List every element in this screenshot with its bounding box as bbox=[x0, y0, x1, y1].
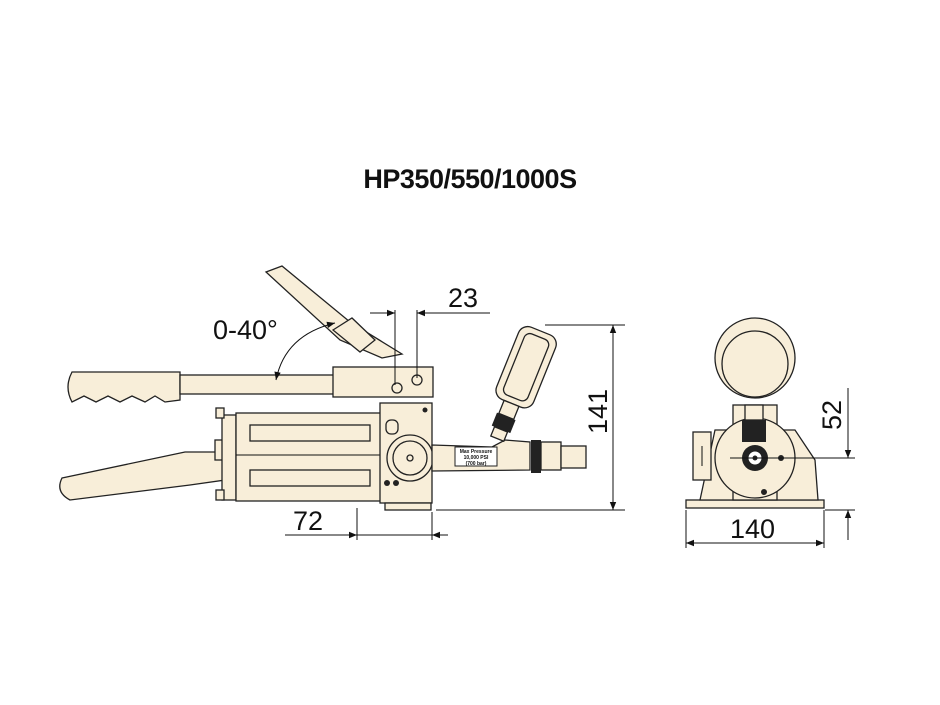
outlet-coupler: Max Pressure 10,000 PSI (700 bar) bbox=[431, 439, 587, 473]
pump-handle bbox=[67, 366, 434, 403]
dim-140-label: 140 bbox=[730, 514, 775, 544]
pressure-gauge-side bbox=[489, 325, 557, 443]
angle-label: 0-40° bbox=[213, 315, 278, 345]
dim-141-label: 141 bbox=[583, 389, 613, 434]
dimension-140: 140 bbox=[685, 510, 825, 548]
dimension-angle: 0-40° bbox=[213, 315, 336, 381]
bar-label: (700 bar) bbox=[466, 461, 487, 467]
pressure-gauge-front bbox=[714, 317, 796, 399]
dim-52-label: 52 bbox=[817, 400, 847, 430]
reservoir-body bbox=[215, 407, 382, 502]
dimension-23: 23 bbox=[370, 283, 490, 385]
pump-front bbox=[685, 404, 825, 509]
dimension-72: 72 bbox=[285, 506, 448, 540]
raised-handle bbox=[264, 265, 404, 359]
psi-label: 10,000 PSI bbox=[464, 455, 489, 461]
dimension-141: 141 bbox=[436, 324, 625, 511]
dim-23-label: 23 bbox=[448, 283, 478, 313]
pump-block bbox=[379, 402, 434, 511]
dim-72-label: 72 bbox=[293, 506, 323, 536]
max-pressure-label: Max Pressure bbox=[460, 449, 493, 455]
drawing-title: HP350/550/1000S bbox=[363, 164, 577, 194]
dimension-52: 52 bbox=[730, 388, 855, 540]
